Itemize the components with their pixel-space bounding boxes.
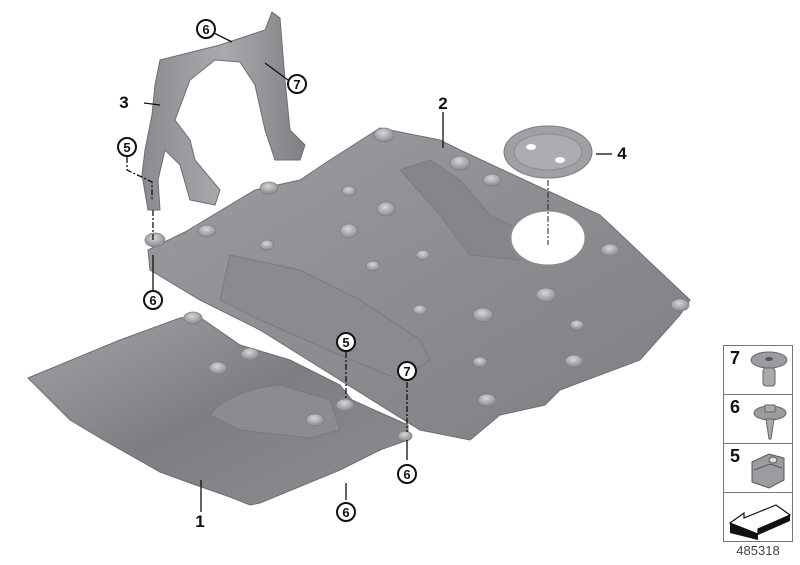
callout-6-left[interactable]: 6 (143, 290, 163, 310)
expanding-screw-icon (753, 404, 787, 440)
legend-number: 6 (730, 397, 741, 417)
callout-6-mid[interactable]: 6 (397, 464, 417, 484)
leader-lines (126, 32, 612, 512)
legend-item-direction[interactable] (723, 492, 793, 542)
part-label-4[interactable]: 4 (617, 144, 627, 163)
part-4-cover-plate (503, 125, 593, 245)
legend-item-5[interactable]: 5 (723, 443, 793, 493)
part-2-main-panel (144, 127, 691, 441)
legend-number: 7 (730, 348, 741, 368)
part-label-3[interactable]: 3 (119, 93, 129, 112)
legend-item-7[interactable]: 7 (723, 345, 793, 395)
callout-7-top[interactable]: 7 (287, 74, 307, 94)
direction-arrow-icon (728, 504, 792, 540)
fastener-legend: 7 6 5 (723, 345, 793, 542)
callout-7-mid[interactable]: 7 (397, 361, 417, 381)
part-label-2[interactable]: 2 (438, 94, 448, 113)
diagram-code: 485318 (736, 543, 780, 558)
part-1-front-panel (27, 311, 413, 506)
callout-5-mid[interactable]: 5 (336, 332, 356, 352)
callout-6-top[interactable]: 6 (196, 19, 216, 39)
part-label-1[interactable]: 1 (195, 512, 205, 531)
plastic-rivet-icon (750, 351, 788, 387)
part-3-bracket-shield (141, 11, 306, 211)
callout-5-left[interactable]: 5 (117, 137, 137, 157)
callout-6-bottom[interactable]: 6 (336, 502, 356, 522)
legend-number: 5 (730, 446, 741, 466)
clip-nut-icon (751, 453, 785, 489)
legend-item-6[interactable]: 6 (723, 394, 793, 444)
